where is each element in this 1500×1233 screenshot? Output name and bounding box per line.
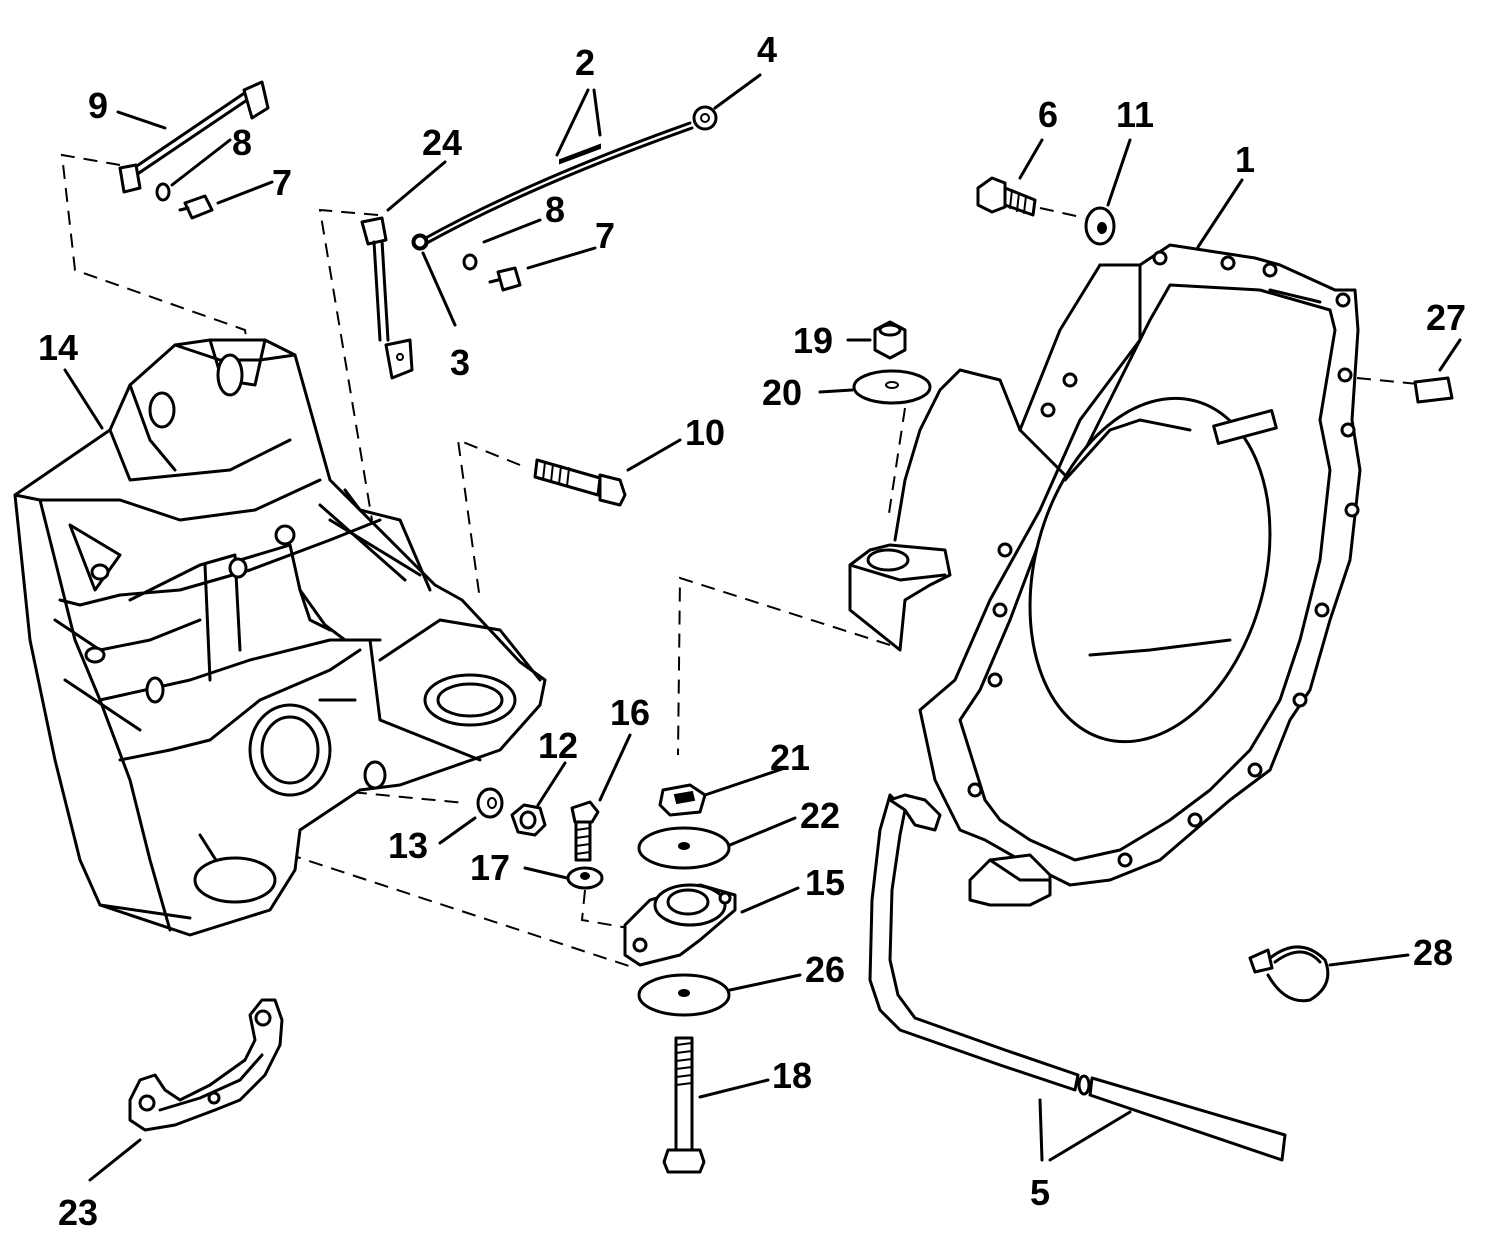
callout-16: 16 [610,692,650,733]
dowel-part-27 [1413,376,1454,404]
nut-part-12 [510,803,547,837]
callout-10: 10 [685,412,725,453]
callout-7a: 7 [272,162,292,203]
callout-17: 17 [470,847,510,888]
callout-28: 28 [1413,932,1453,973]
housing-part-14 [13,338,547,937]
clamp-part-28 [1248,945,1330,1003]
bolt-part-10 [533,458,627,507]
callout-labels: 9 8 7 24 2 4 8 7 3 6 11 1 27 19 20 10 14… [38,29,1466,1233]
callout-22: 22 [800,795,840,836]
leader-lines [63,73,1462,1182]
callout-15: 15 [805,862,845,903]
fasteners [155,176,1454,1174]
strap-part-9 [118,80,270,194]
cover-bolt-holes [967,250,1360,868]
washer-8-left [155,182,171,202]
callout-14: 14 [38,327,78,368]
washer-part-13 [476,787,504,819]
bolt-part-16 [570,800,600,862]
callout-13: 13 [388,825,428,866]
callout-2: 2 [575,42,595,83]
screw-7-left [183,194,214,220]
bolt-part-6 [976,176,1037,217]
cover-part-1 [848,243,1362,907]
callout-1: 1 [1235,139,1255,180]
callout-24: 24 [422,122,462,163]
screw-7-mid [496,266,522,292]
callout-3: 3 [450,342,470,383]
callout-7b: 7 [595,215,615,256]
callout-8b: 8 [545,189,565,230]
bracket-part-23 [128,998,284,1132]
bolt-part-18 [662,1036,706,1174]
callout-20: 20 [762,372,802,413]
callout-27: 27 [1426,297,1466,338]
callout-21: 21 [770,737,810,778]
callout-18: 18 [772,1055,812,1096]
callout-8a: 8 [232,122,252,163]
nut-part-19 [873,320,907,360]
strap-part-24 [360,216,414,380]
callout-4: 4 [757,29,777,70]
callout-6: 6 [1038,94,1058,135]
callout-19: 19 [793,320,833,361]
washer-8-mid [462,253,478,271]
nut-part-21 [658,783,707,817]
mount-part-15 [623,883,737,967]
callout-12: 12 [538,725,578,766]
callout-5: 5 [1030,1172,1050,1213]
hose-part-5 [868,793,1287,1162]
callout-26: 26 [805,949,845,990]
callout-11: 11 [1116,94,1154,135]
callout-23: 23 [58,1192,98,1233]
callout-9: 9 [88,85,108,126]
